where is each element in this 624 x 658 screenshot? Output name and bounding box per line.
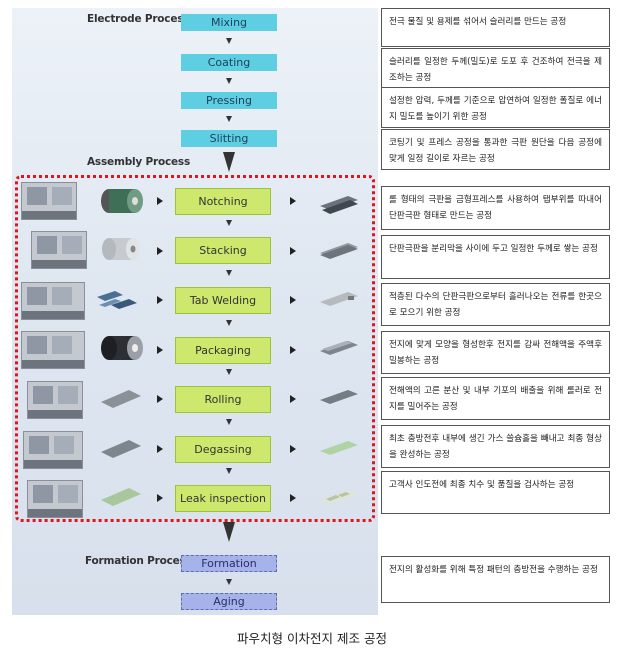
step-formation: Formation [181, 555, 277, 572]
desc-stacking: 단판극판을 분리막을 사이에 두고 일정한 두께로 쌓는 공정 [381, 235, 610, 279]
step-pressing-label: Pressing [206, 94, 252, 107]
down-arrow-icon [226, 419, 232, 425]
notched-electrode-image [318, 192, 360, 214]
desc-mixing: 전극 물질 및 용제를 섞어서 슬러리를 만드는 공정 [381, 8, 610, 47]
rolling-machine-image [27, 381, 83, 419]
right-arrow-icon [290, 346, 296, 354]
down-arrow-icon [226, 468, 232, 474]
down-arrow-icon [226, 116, 232, 122]
stacked-cell-image [318, 239, 360, 261]
right-arrow-icon [157, 346, 163, 354]
step-pressing: Pressing [181, 92, 277, 109]
degassed-cell-image [318, 437, 360, 459]
right-arrow-icon [157, 445, 163, 453]
step-stacking: Stacking [175, 237, 271, 264]
step-aging: Aging [181, 593, 277, 610]
pouch-cell-image [99, 384, 143, 414]
packaging-machine-image [21, 331, 85, 369]
right-arrow-icon [290, 494, 296, 502]
right-arrow-icon [290, 296, 296, 304]
down-arrow-icon [226, 78, 232, 84]
stacking-machine-image [31, 231, 87, 269]
down-arrow-icon [226, 369, 232, 375]
step-mixing: Mixing [181, 14, 277, 31]
rolled-cell-image [318, 386, 360, 408]
right-arrow-icon [290, 197, 296, 205]
electrode-roll-image [99, 186, 143, 216]
step-formation-label: Formation [201, 557, 257, 570]
step-degassing: Degassing [175, 436, 271, 463]
step-notching: Notching [175, 188, 271, 215]
desc-degassing: 최초 충방전후 내부에 생긴 가스 쓸슘홀을 빼내고 최종 형상을 완성하는 공… [381, 425, 610, 468]
step-tab-welding-label: Tab Welding [190, 294, 256, 307]
down-arrow-icon [226, 38, 232, 44]
step-leak-inspection: Leak inspection [175, 485, 271, 512]
right-arrow-icon [157, 197, 163, 205]
leak-inspection-machine-image [27, 480, 83, 518]
step-packaging-label: Packaging [195, 344, 251, 357]
step-slitting-label: Slitting [210, 132, 249, 145]
desc-leak-inspection: 고객사 인도전에 최종 치수 및 품질을 검사하는 공정 [381, 471, 610, 514]
right-arrow-icon [157, 296, 163, 304]
desc-tab-welding: 적층된 다수의 단판극판으로부터 흘러나오는 전류를 한곳으로 모으기 위한 공… [381, 283, 610, 326]
down-arrow-icon [226, 579, 232, 585]
desc-pressing: 설정한 압력, 두께를 기준으로 압연하여 일정한 폴질로 에너지 밀도를 높이… [381, 87, 610, 128]
formation-process-label: Formation Process [85, 555, 192, 567]
desc-formation: 전지의 활성화를 위해 특정 패턴의 충방전을 수행하는 공정 [381, 556, 610, 603]
degassing-machine-image [23, 431, 83, 469]
right-arrow-icon [290, 445, 296, 453]
step-rolling: Rolling [175, 386, 271, 413]
tab-welding-machine-image [21, 282, 85, 320]
right-arrow-icon [157, 395, 163, 403]
desc-coating: 슬러리를 일정한 두께(밀도)로 도포 후 건조하여 전극을 제조하는 공정 [381, 48, 610, 88]
assembly-process-label: Assembly Process [87, 156, 190, 168]
right-arrow-icon [157, 247, 163, 255]
figure-caption: 파우치형 이차전지 제조 공정 [0, 628, 624, 647]
step-leak-inspection-label: Leak inspection [180, 492, 266, 505]
down-arrow-icon [226, 270, 232, 276]
desc-notching: 롤 형태의 극판을 금형프레스를 사용하여 탭부위를 따내어 단판극판 형태로 … [381, 186, 610, 230]
step-tab-welding: Tab Welding [175, 287, 271, 314]
welded-cell-image [318, 288, 360, 310]
down-arrow-icon [226, 320, 232, 326]
right-arrow-icon [290, 247, 296, 255]
desc-rolling: 전해액의 고른 분산 및 내부 기포의 배출을 위해 롤러로 전지를 밀어주는 … [381, 377, 610, 420]
step-degassing-label: Degassing [194, 443, 251, 456]
big-down-arrow-icon [223, 522, 235, 542]
packaged-cell-image [318, 337, 360, 359]
pouch-film-roll-image [99, 333, 143, 363]
cell-for-inspection-image [99, 482, 143, 512]
right-arrow-icon [290, 395, 296, 403]
notching-machine-image [21, 182, 77, 220]
finished-cell-image [318, 486, 360, 508]
desc-packaging: 전지에 맞게 모양을 형성한후 전지를 감싸 전해액을 주액후 밀봉하는 공정 [381, 331, 610, 374]
step-coating: Coating [181, 54, 277, 71]
step-mixing-label: Mixing [211, 16, 247, 29]
step-notching-label: Notching [198, 195, 247, 208]
step-slitting: Slitting [181, 130, 277, 147]
step-coating-label: Coating [208, 56, 250, 69]
step-rolling-label: Rolling [204, 393, 241, 406]
separator-roll-image [99, 234, 143, 264]
electrode-sheets-image [95, 283, 139, 313]
right-arrow-icon [157, 494, 163, 502]
down-arrow-icon [226, 220, 232, 226]
cell-before-degassing-image [99, 434, 143, 464]
step-aging-label: Aging [213, 595, 245, 608]
step-packaging: Packaging [175, 337, 271, 364]
desc-slitting: 코팅기 및 프레스 공정을 통과한 극판 원단을 다음 공정에 맞게 일정 길이… [381, 129, 610, 170]
big-down-arrow-icon [223, 152, 235, 172]
electrode-process-label: Electrode Process [87, 13, 189, 25]
step-stacking-label: Stacking [199, 244, 246, 257]
